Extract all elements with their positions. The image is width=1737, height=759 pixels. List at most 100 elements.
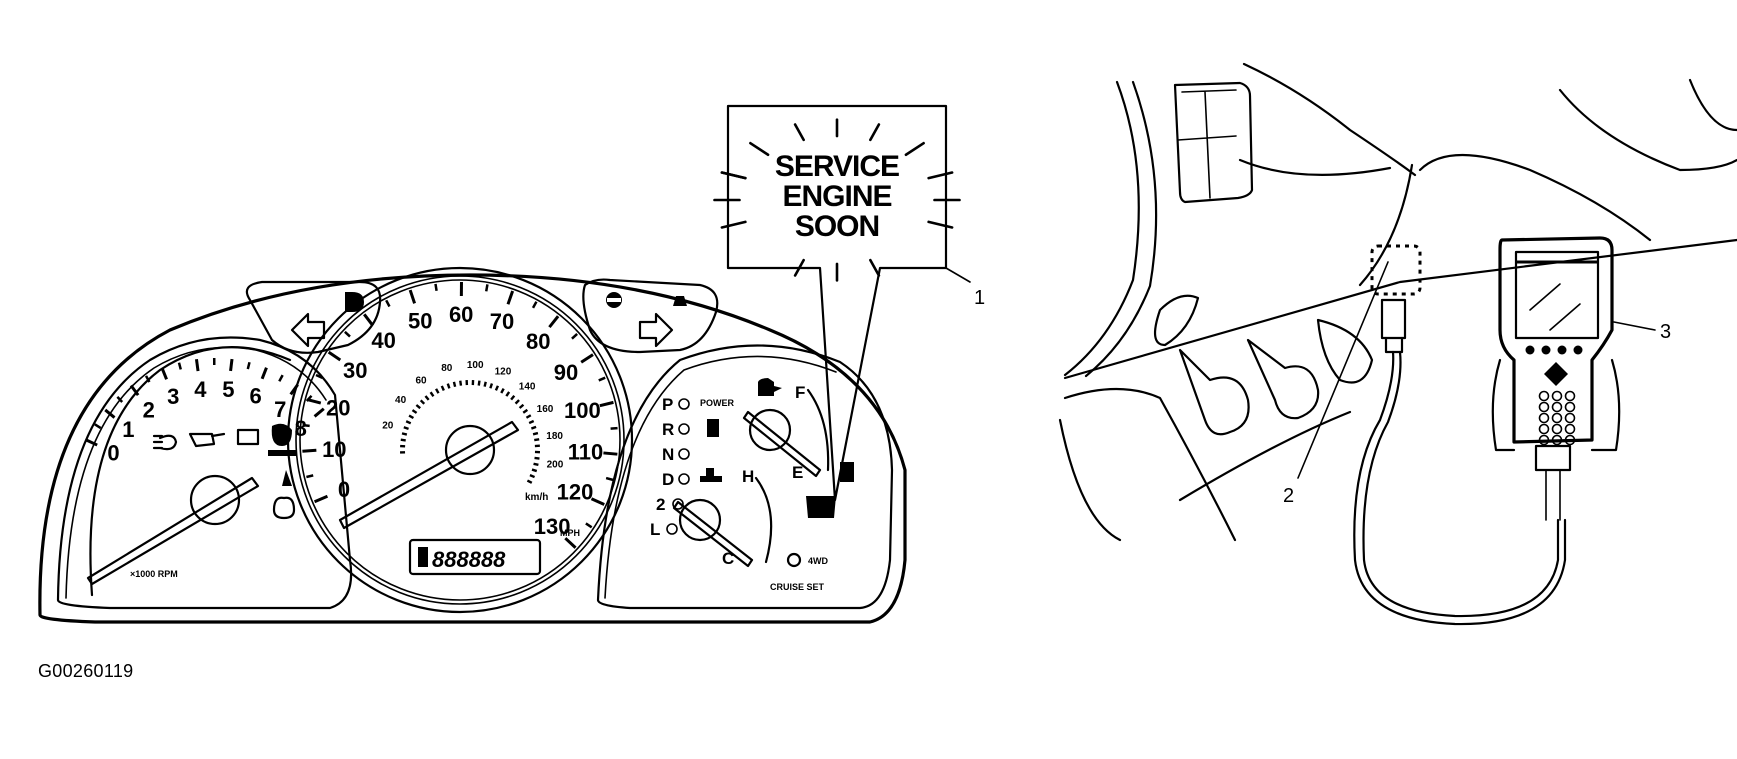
tach-tick-label: 7 (274, 397, 286, 422)
gear-indicator-lamp (679, 449, 689, 459)
mph-tick-label: 60 (449, 302, 473, 327)
power-label: POWER (700, 398, 735, 408)
kmh-tick (416, 405, 420, 408)
mph-minor-tick (345, 332, 350, 337)
callout-3-leader (1614, 322, 1655, 330)
glow-ray (722, 222, 745, 228)
coolant-temp-icon (700, 468, 722, 482)
keypad-key (1566, 425, 1575, 434)
tach-minor-tick (279, 375, 282, 381)
mph-tick (600, 402, 614, 405)
glow-ray (870, 124, 879, 139)
kmh-tick-label: 60 (415, 375, 427, 386)
mph-minor-tick (303, 425, 310, 426)
mph-tick-label: 0 (338, 477, 350, 502)
tach-tick (262, 368, 266, 379)
mph-minor-tick (611, 428, 618, 429)
kmh-tick (520, 405, 524, 408)
kmh-tick (506, 392, 509, 396)
tach-minor-tick (95, 424, 101, 428)
gear-label: 2 (656, 495, 665, 514)
mph-minor-tick (306, 475, 313, 477)
callout-1-leader (946, 268, 970, 282)
keypad-key (1566, 414, 1575, 423)
mph-minor-tick (386, 300, 389, 306)
kmh-tick-label: 160 (537, 404, 554, 415)
gear-indicator-lamp (679, 399, 689, 409)
gear-indicator-lamp (679, 474, 689, 484)
callout-1-number: 1 (974, 287, 985, 309)
mph-tick-label: 90 (554, 360, 578, 385)
mph-tick (603, 453, 617, 454)
right-indicator-pod (583, 280, 717, 352)
tach-tick-label: 5 (222, 377, 234, 402)
mph-tick-label: 40 (371, 328, 395, 353)
mph-tick-label: 50 (408, 308, 432, 333)
mph-tick (329, 352, 341, 360)
kmh-tick (479, 381, 480, 386)
gear-label: L (650, 520, 660, 539)
mph-tick (307, 400, 321, 404)
ses-line-3: SOON (795, 210, 879, 243)
kmh-tick (401, 440, 406, 441)
temp-cold-label: C (722, 549, 734, 568)
kmh-tick (526, 415, 530, 417)
function-key (1574, 346, 1583, 355)
mph-minor-tick (586, 523, 592, 527)
ses-line-1: SERVICE (775, 150, 899, 183)
kmh-tick-label: 180 (546, 431, 563, 442)
gear-label: R (662, 420, 674, 439)
callout-2-leader (1298, 262, 1388, 478)
4wd-icon (788, 554, 800, 566)
tach-tick (231, 359, 232, 371)
scan-tool-screen (1516, 252, 1598, 338)
kmh-tick-label: 140 (519, 382, 536, 393)
kmh-tick (425, 396, 428, 400)
scan-tool-keypad (1526, 346, 1583, 445)
kmh-tick-label: 80 (441, 363, 453, 374)
headlamp-icon (154, 436, 176, 449)
mph-tick (565, 538, 575, 548)
mph-tick-label: 10 (322, 437, 346, 462)
airbag-icon (274, 498, 294, 518)
tach-tick-label: 6 (249, 384, 261, 409)
figure-id: G00260119 (38, 661, 133, 682)
gear-indicator-lamp (679, 424, 689, 434)
callout-2-number: 2 (1283, 485, 1294, 507)
mph-minor-tick (599, 378, 605, 381)
kmh-tick (516, 400, 520, 404)
scan-tool-cable (1354, 352, 1565, 624)
kmh-tick (523, 410, 527, 413)
gear-indicator-lamp (667, 524, 677, 534)
keypad-key (1540, 392, 1549, 401)
keypad-key (1553, 392, 1562, 401)
dpad-key (1544, 362, 1568, 386)
glow-ray (722, 173, 745, 179)
mph-tick (315, 496, 328, 501)
mph-minor-tick (486, 284, 487, 291)
mph-tick-label: 30 (343, 358, 367, 383)
kmh-tick (431, 392, 434, 396)
kmh-tick (530, 475, 535, 477)
power-mode-icon (707, 419, 719, 437)
tach-tick-label: 3 (167, 384, 179, 409)
data-link-connector (1372, 246, 1420, 352)
check-engine-icon (806, 496, 836, 518)
kmh-tick (406, 421, 411, 423)
glow-ray (906, 143, 924, 155)
kmh-tick (533, 433, 538, 434)
keypad-key (1540, 414, 1549, 423)
mph-tick-label: 120 (557, 479, 594, 504)
mph-tick-label: 110 (568, 439, 604, 464)
mph-tick-label: 80 (526, 329, 550, 354)
glow-ray (750, 143, 768, 155)
kmh-tick-label: 120 (495, 367, 512, 378)
kmh-unit-label: km/h (525, 492, 548, 503)
tach-unit-label: ×1000 RPM (130, 569, 178, 579)
temp-hot-label: H (742, 467, 754, 486)
tach-minor-tick (248, 362, 250, 369)
mph-minor-tick (572, 334, 577, 339)
odometer-value: 888888 (432, 547, 506, 572)
function-key (1526, 346, 1535, 355)
